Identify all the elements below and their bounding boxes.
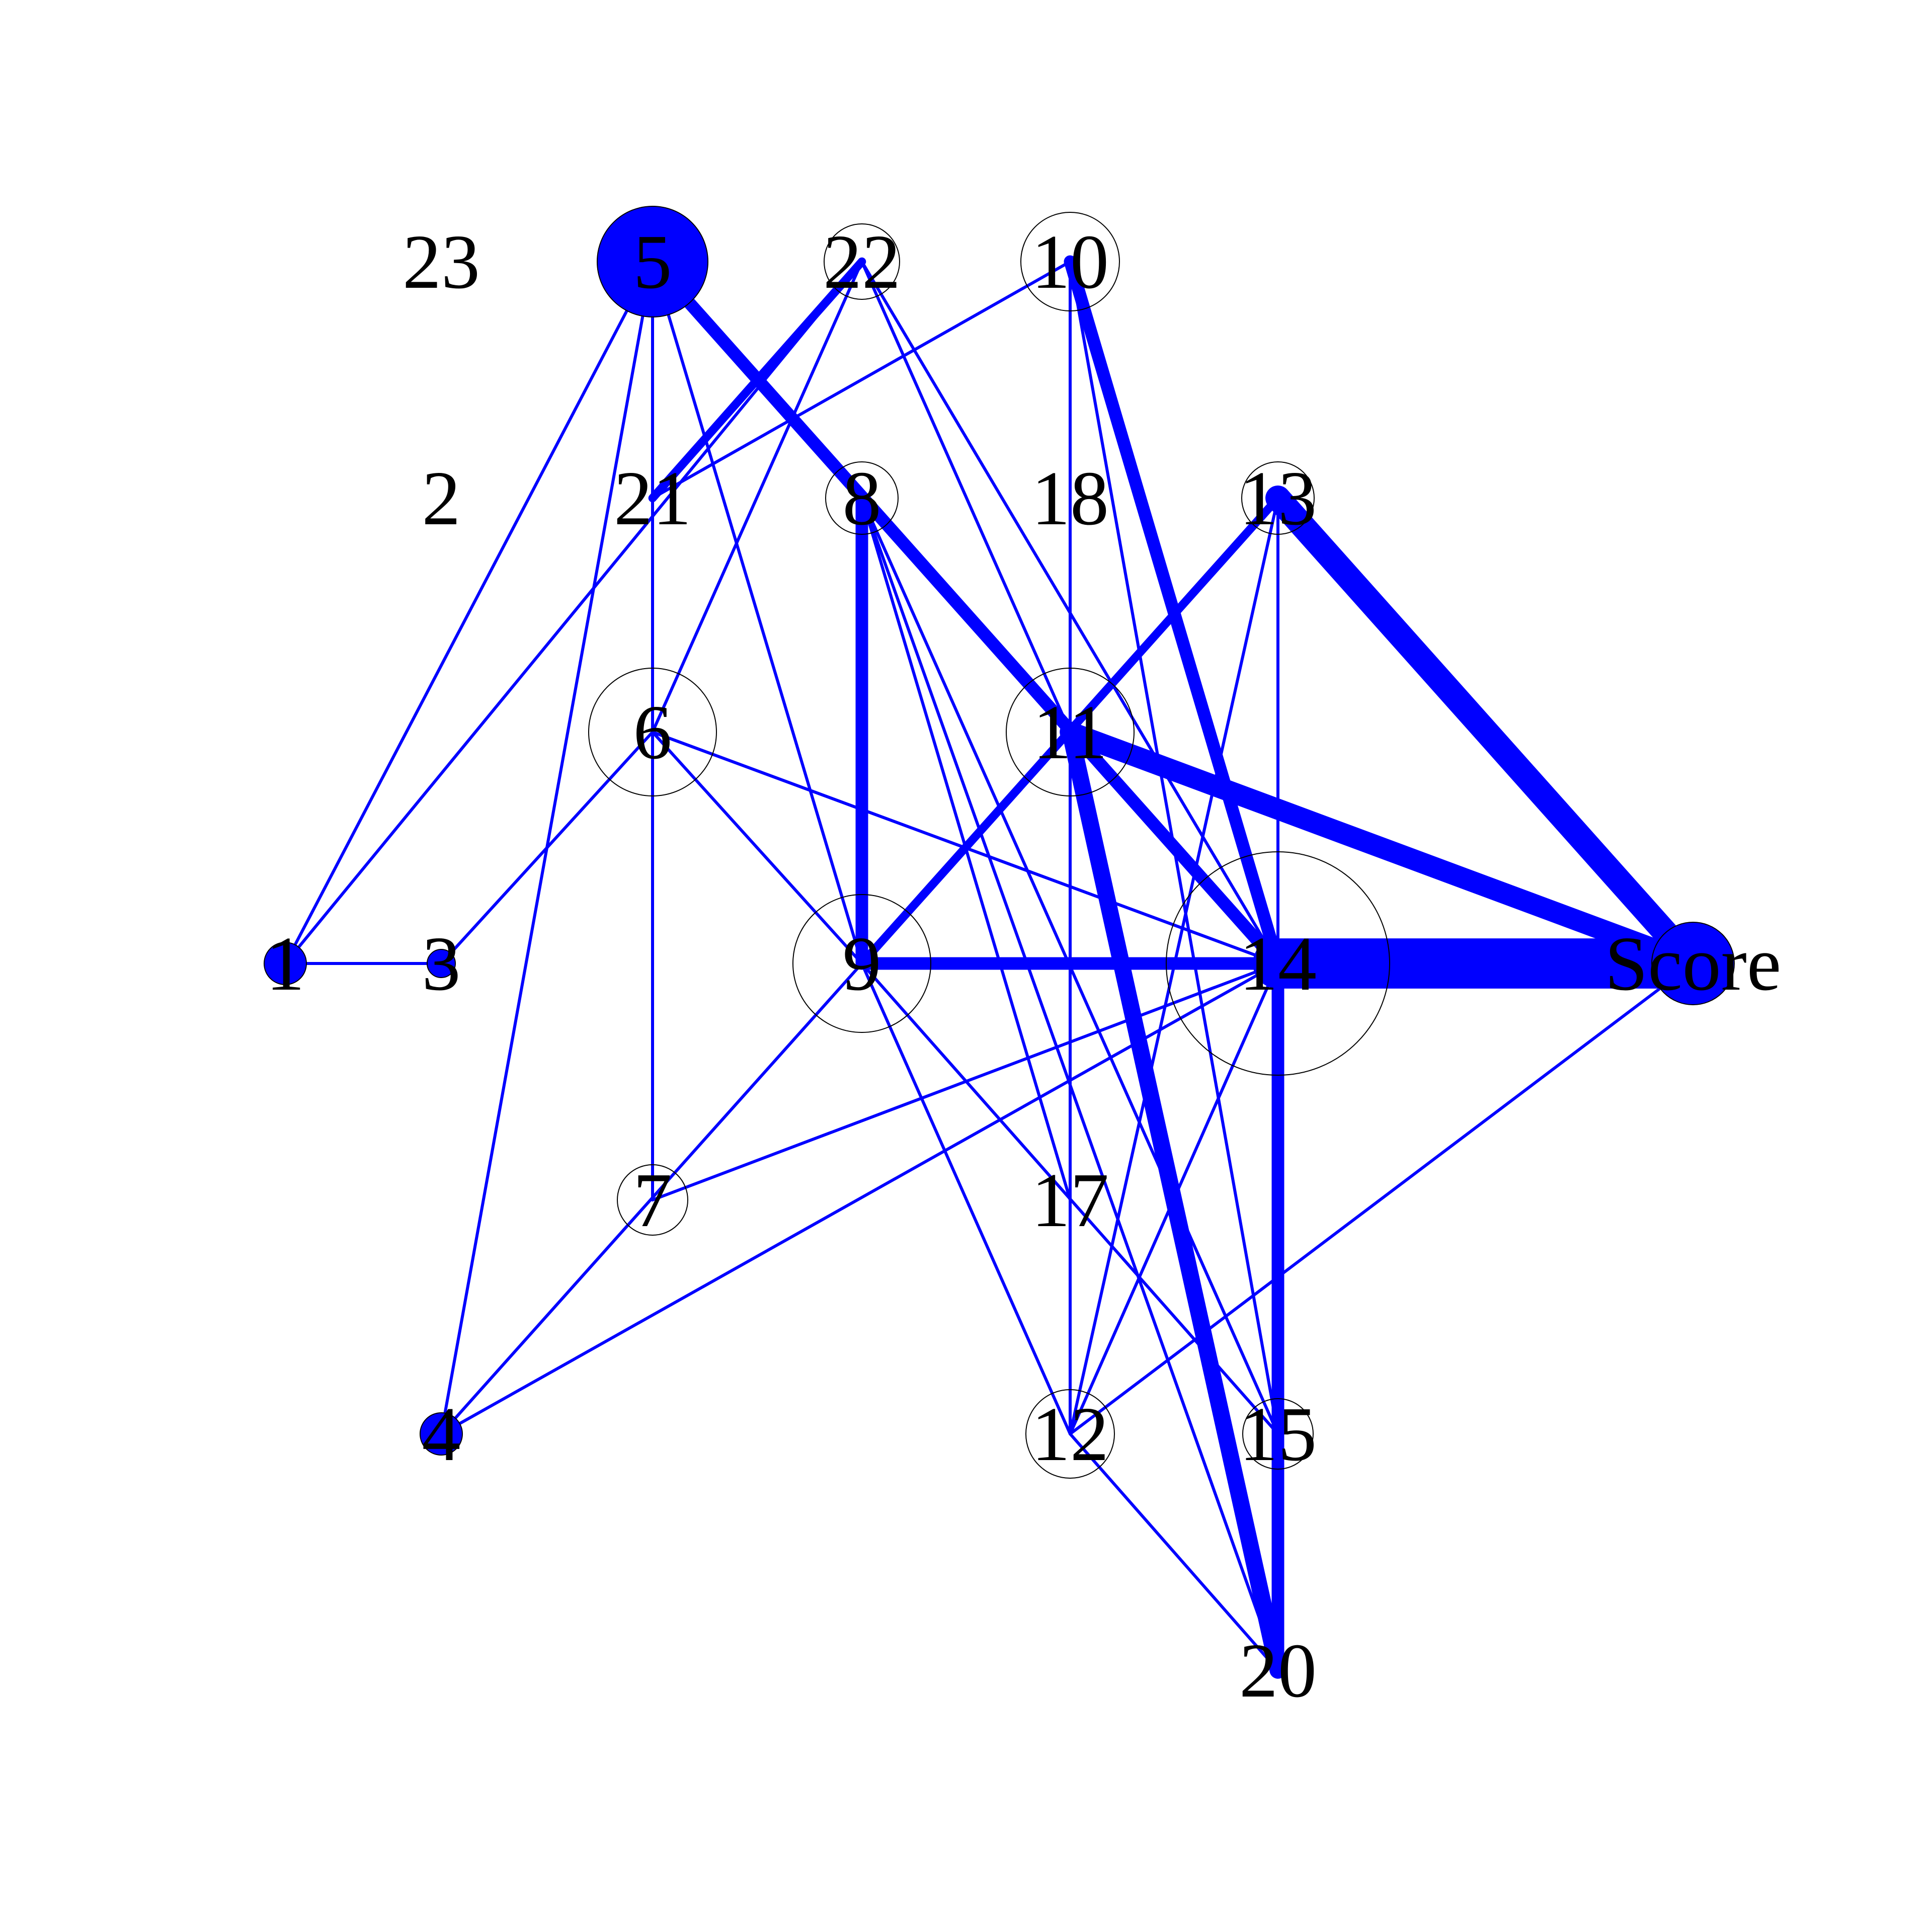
node-1: [264, 942, 307, 985]
node-15: [1242, 1398, 1314, 1470]
node-label-Score: Score: [1605, 921, 1782, 1007]
node-label-8: 8: [843, 456, 881, 541]
node-label-18: 18: [1031, 456, 1109, 541]
node-14: [1166, 851, 1390, 1076]
edge-22-1: [284, 260, 863, 965]
edge-layer: [284, 255, 1718, 1679]
node-13: [1241, 461, 1315, 535]
edge-10-15: [1069, 260, 1279, 1435]
edge-9-4: [440, 962, 863, 1435]
edge-10-21: [651, 260, 1072, 500]
node-11: [1006, 668, 1135, 796]
node-5: [597, 206, 708, 317]
edge-14-12: [1069, 962, 1279, 1435]
node-4: [420, 1412, 463, 1456]
node-label-20: 20: [1239, 1628, 1317, 1714]
node-label-5: 5: [633, 219, 672, 305]
node-label-14: 14: [1239, 921, 1317, 1007]
edge-22-6: [651, 260, 863, 734]
node-label-21: 21: [614, 456, 691, 541]
node-label-11: 11: [1033, 690, 1107, 775]
node-label-23: 23: [403, 219, 480, 305]
edge-13-Score: [1265, 486, 1706, 976]
node-label-1: 1: [266, 921, 305, 1007]
edge-8-20: [860, 497, 1279, 1672]
edge-5-1: [284, 260, 654, 965]
node-10: [1020, 212, 1120, 311]
edge-22-11: [860, 260, 1072, 734]
node-layer: [264, 206, 1735, 1479]
node-8: [825, 461, 899, 535]
node-label-15: 15: [1239, 1392, 1317, 1477]
node-6: [588, 668, 717, 796]
node-label-4: 4: [422, 1392, 461, 1477]
node-Score: [1651, 922, 1735, 1005]
node-label-3: 3: [422, 921, 461, 1007]
edge-14-4: [440, 962, 1279, 1435]
node-label-10: 10: [1031, 219, 1109, 305]
node-label-12: 12: [1031, 1392, 1109, 1477]
edge-6-14: [651, 731, 1279, 965]
edge-5-9: [651, 260, 863, 965]
node-label-22: 22: [823, 219, 901, 305]
node-9: [792, 894, 931, 1033]
node-22: [824, 223, 900, 300]
edge-9-12: [860, 962, 1072, 1435]
node-label-13: 13: [1239, 456, 1317, 541]
node-7: [617, 1164, 688, 1236]
edge-Score-12: [1069, 962, 1695, 1435]
node-label-9: 9: [843, 921, 881, 1007]
edge-6-9: [651, 731, 863, 965]
node-label-17: 17: [1031, 1158, 1109, 1243]
node-label-2: 2: [422, 456, 461, 541]
edge-12-20: [1069, 1432, 1279, 1672]
edge-22-21: [648, 257, 866, 503]
node-3: [427, 949, 456, 978]
edge-9-15: [860, 962, 1279, 1435]
node-label-6: 6: [633, 690, 672, 775]
edge-3-6: [440, 731, 654, 965]
edge-11-Score: [1060, 721, 1704, 974]
node-label-7: 7: [633, 1158, 672, 1243]
node-12: [1025, 1389, 1115, 1479]
